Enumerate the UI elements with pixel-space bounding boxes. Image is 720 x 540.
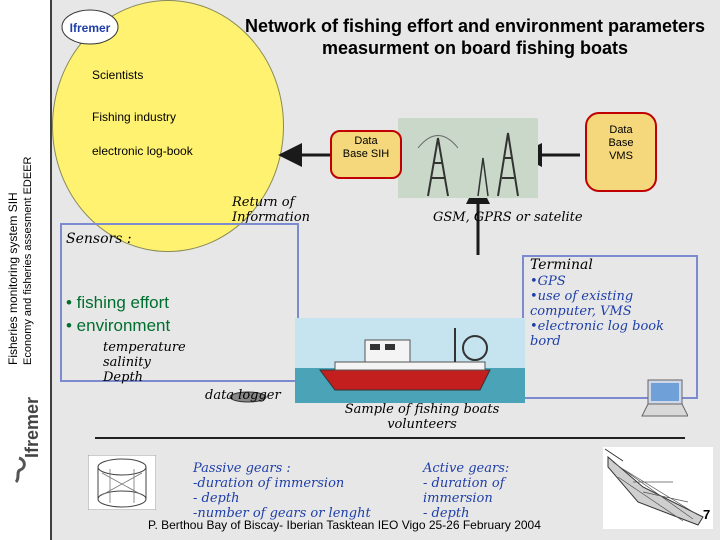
sample-volunteers: Sample of fishing boats volunteers xyxy=(337,402,507,432)
active-l1: - duration of xyxy=(423,476,505,491)
sensors-box xyxy=(60,223,299,382)
terminal-bord: bord xyxy=(530,334,561,349)
return-line1: Return of xyxy=(232,195,295,210)
passive-gear-image xyxy=(87,454,157,511)
terminal-computer: computer, VMS xyxy=(530,304,632,319)
sensors-title: Sensors : xyxy=(66,231,132,247)
param-salinity: salinity xyxy=(103,355,151,370)
db-vms-line1: Data xyxy=(609,124,633,136)
db-vms-line2: Base xyxy=(608,137,634,149)
terminal-gps: •GPS xyxy=(530,274,566,289)
terminal-existing: •use of existing xyxy=(530,289,634,304)
laptop-icon xyxy=(640,378,689,420)
param-depth: Depth xyxy=(103,370,144,385)
terminal-list: •GPS •use of existing computer, VMS •ele… xyxy=(530,274,664,349)
sample-line1: Sample of fishing boats xyxy=(344,402,500,417)
radio-towers-image xyxy=(398,118,538,198)
fishing-effort-bullet: • fishing effort xyxy=(66,293,169,312)
data-logger-icon xyxy=(228,390,268,404)
scientists-label: Scientists xyxy=(92,68,144,82)
passive-gears: Passive gears : -duration of immersion -… xyxy=(193,461,371,521)
ifremer-logo: Ifremer xyxy=(60,8,120,46)
passive-l1: -duration of immersion xyxy=(193,476,345,491)
data-logger-label: data logger xyxy=(205,388,281,403)
log-book-label: electronic log-book xyxy=(92,144,193,158)
db-sih-line2: Base SIH xyxy=(342,148,390,160)
active-title: Active gears: xyxy=(423,461,510,476)
param-temperature: temperature xyxy=(103,340,186,355)
passive-l3: -number of gears or lenght xyxy=(193,506,371,521)
return-line2: Information xyxy=(232,210,311,225)
active-l3: - depth xyxy=(423,506,470,521)
seahorse-icon xyxy=(14,456,26,484)
db-vms-line3: VMS xyxy=(609,150,633,162)
sensor-parameters: temperature salinity Depth xyxy=(103,340,186,385)
page-title: Network of fishing effort and environmen… xyxy=(244,16,706,58)
database-sih: Data Base SIH xyxy=(330,130,402,179)
passive-l2: - depth xyxy=(193,491,240,506)
divider-line xyxy=(95,437,685,439)
sidebar: Fisheries monitoring system SIH Economy … xyxy=(0,0,52,540)
gsm-label: GSM, GPRS or satelite xyxy=(433,210,583,225)
database-vms: Data Base VMS xyxy=(585,112,657,192)
footer-credits: P. Berthou Bay of Biscay- Iberian Taskte… xyxy=(148,518,541,532)
fishing-industry-label: Fishing industry xyxy=(92,110,177,124)
environment-bullet: • environment xyxy=(66,316,171,335)
db-sih-line1: Data xyxy=(354,135,378,147)
svg-text:Ifremer: Ifremer xyxy=(70,21,111,35)
terminal-title: Terminal xyxy=(530,257,593,273)
active-l2: immersion xyxy=(423,491,493,506)
fishing-boat-image xyxy=(295,318,525,403)
passive-title: Passive gears : xyxy=(193,461,291,476)
sample-line2: volunteers xyxy=(387,417,457,432)
terminal-logbook: •electronic log book xyxy=(530,319,664,334)
active-gears: Active gears: - duration of immersion - … xyxy=(423,461,509,521)
page-number: 7 xyxy=(703,507,711,522)
return-of-information: Return of Information xyxy=(232,195,310,225)
trawl-net-image xyxy=(603,447,713,529)
